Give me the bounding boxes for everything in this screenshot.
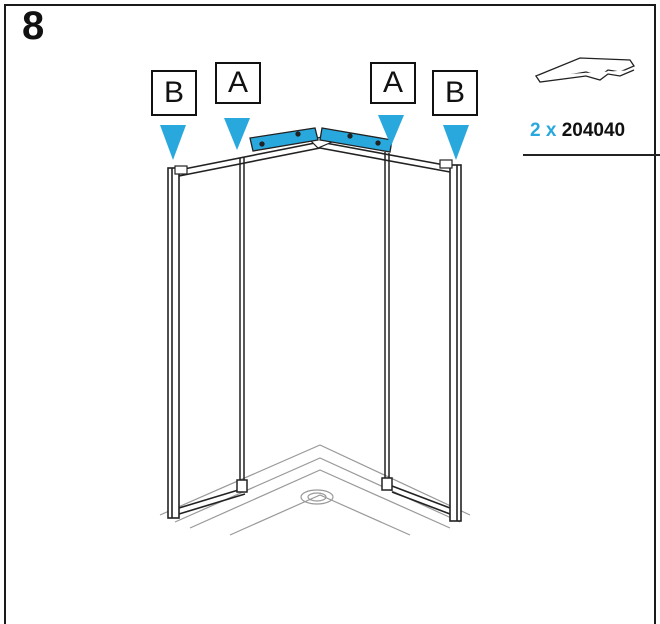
label-b-right: B: [432, 70, 478, 116]
parts-underline: [523, 154, 660, 156]
left-sliding-door: [236, 157, 248, 493]
left-fixed-panel: [167, 141, 321, 519]
right-fixed-panel: [319, 141, 462, 522]
parts-callout: 2 x 204040: [530, 120, 625, 142]
right-sliding-door: [381, 152, 393, 491]
label-a-left: A: [215, 62, 261, 104]
shower-enclosure-diagram: [159, 57, 635, 536]
step-number: 8: [22, 4, 45, 48]
parts-code: 204040: [561, 120, 626, 141]
instruction-frame: [4, 4, 656, 624]
cover-cap-icon: [534, 57, 635, 83]
parts-quantity: 2 x: [530, 120, 557, 141]
highlighted-top-caps: [249, 127, 393, 153]
shower-tray: [159, 444, 471, 536]
label-b-left: B: [151, 70, 197, 116]
label-a-right: A: [370, 62, 416, 104]
down-arrow-icon: [160, 115, 469, 160]
